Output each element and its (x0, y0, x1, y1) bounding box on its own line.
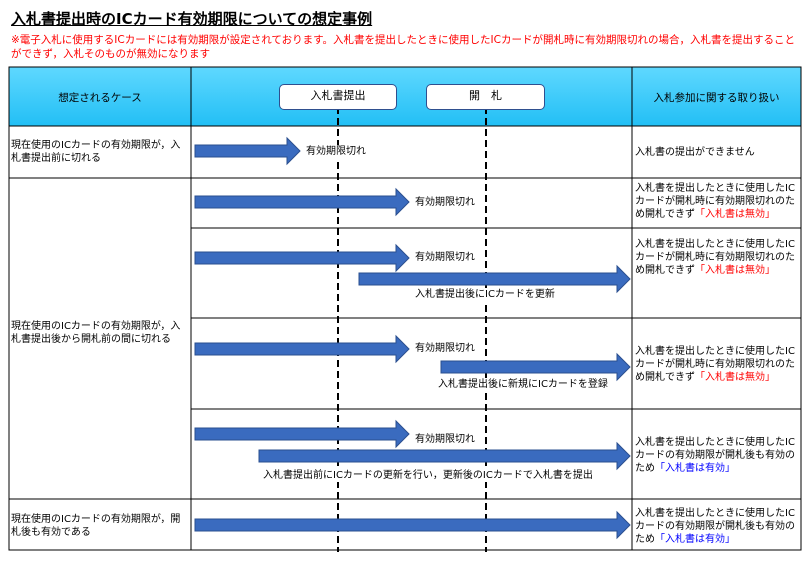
header-handling-column: 入札参加に関する取り扱い (653, 92, 780, 104)
case-expires-before-opening: 現在使用のICカードの有効期限が，入札書提出後から開札前の間に切れる (11, 321, 181, 345)
expiry-arrow (194, 334, 410, 364)
valid-arrow (194, 510, 631, 540)
result-valid-tag: 「入札書は有効」 (655, 463, 735, 474)
submit-stage-label: 入札書提出 (279, 84, 397, 110)
page-title: 入札書提出時のICカード有効期限についての想定事例 (11, 10, 373, 28)
result-valid-tag: 「入札書は有効」 (655, 534, 735, 545)
expiry-label: 有効期限切れ (414, 433, 476, 446)
result-valid: 入札書を提出したときに使用したICカードの有効期限が開札後も有効のため「入札書は… (635, 436, 799, 475)
result-invalid-tag: 「入札書は無効」 (695, 372, 775, 383)
warning-note: ※電子入札に使用するICカードには有効期限が設定されております。入札書を提出した… (11, 34, 795, 60)
result-explanation: 入札書を提出したときに使用したICカードが開札時に有効期限切れのため開札できず (635, 239, 795, 276)
expiry-label: 有効期限切れ (305, 145, 367, 158)
expiry-arrow (194, 243, 410, 273)
result-explanation: 入札書を提出したときに使用したICカードの有効期限が開札後も有効のため (635, 508, 795, 545)
registration-label: 入札書提出後に新規にICカードを登録 (437, 378, 609, 391)
expiry-arrow (194, 419, 410, 449)
result-invalid: 入札書を提出したときに使用したICカードが開札時に有効期限切れのため開札できず「… (635, 182, 799, 221)
opening-stage-label: 開 札 (426, 84, 545, 110)
result-invalid-tag: 「入札書は無効」 (695, 265, 775, 276)
result-explanation: 入札書を提出したときに使用したICカードの有効期限が開札後も有効のため (635, 437, 795, 474)
renewal-label: 入札書提出前にICカードの更新を行い，更新後のICカードで入札書を提出 (262, 469, 594, 482)
header-case-column: 想定されるケース (58, 92, 142, 104)
table-frame (8, 66, 802, 551)
result-invalid: 入札書を提出したときに使用したICカードが開札時に有効期限切れのため開札できず「… (635, 345, 799, 384)
result-invalid: 入札書を提出したときに使用したICカードが開札時に有効期限切れのため開札できず「… (635, 238, 799, 277)
header-background (9, 67, 801, 126)
result-explanation: 入札書を提出したときに使用したICカードが開札時に有効期限切れのため開札できず (635, 183, 795, 220)
result-valid: 入札書を提出したときに使用したICカードの有効期限が開札後も有効のため「入札書は… (635, 507, 799, 546)
result-cannot-submit: 入札書の提出ができません (635, 147, 755, 158)
renewal-arrow (258, 441, 631, 471)
case-expires-before-submit: 現在使用のICカードの有効期限が，入札書提出前に切れる (11, 140, 181, 164)
expiry-label: 有効期限切れ (414, 196, 476, 209)
renewal-arrow (358, 264, 631, 294)
expiry-arrow (194, 136, 301, 166)
expiry-label: 有効期限切れ (414, 342, 476, 355)
case-valid-after-opening: 現在使用のICカードの有効期限が，開札後も有効である (11, 514, 181, 538)
expiry-label: 有効期限切れ (414, 251, 476, 264)
registration-arrow (440, 352, 631, 382)
result-explanation: 入札書を提出したときに使用したICカードが開札時に有効期限切れのため開札できず (635, 346, 795, 383)
renewal-label: 入札書提出後にICカードを更新 (414, 288, 556, 301)
expiry-arrow (194, 187, 410, 217)
result-invalid-tag: 「入札書は無効」 (695, 209, 775, 220)
